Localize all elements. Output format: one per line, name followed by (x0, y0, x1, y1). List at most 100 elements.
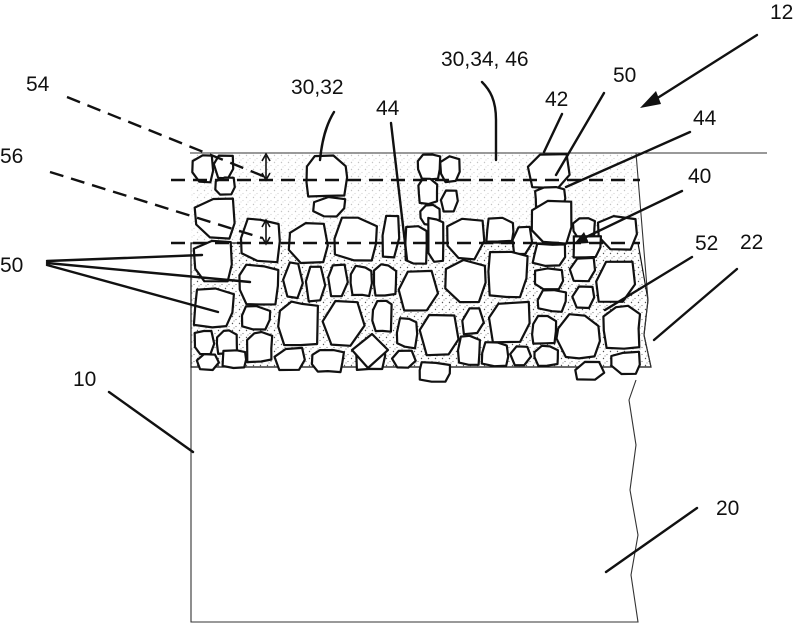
label-20: 20 (716, 497, 739, 520)
abrasive-grain (416, 153, 442, 181)
abrasive-grain (596, 215, 639, 251)
abrasive-grain (349, 264, 373, 298)
abrasive-grain (371, 299, 393, 333)
abrasive-grain (526, 153, 571, 190)
label-30-34-46: 30,34, 46 (441, 48, 529, 71)
abrasive-grain (212, 154, 235, 180)
abrasive-grain (439, 189, 459, 213)
abrasive-grain (610, 350, 641, 376)
abrasive-grain (372, 263, 398, 297)
leader-50-left-c (45, 263, 220, 314)
label-10: 10 (73, 368, 96, 391)
abrasive-grain (418, 361, 452, 383)
abrasive-grain (404, 225, 428, 265)
abrasive-grain (277, 300, 319, 347)
leader-42 (542, 112, 564, 154)
abrasive-grain (321, 299, 366, 347)
matrix-top-band (191, 153, 640, 243)
abrasive-grain (312, 195, 347, 218)
abrasive-grain (327, 263, 349, 298)
abrasive-grain (530, 314, 558, 345)
leader-20 (604, 506, 699, 574)
abrasive-grain (595, 260, 637, 303)
abrasive-grain (444, 258, 487, 304)
abrasive-grain (511, 225, 534, 256)
abrasive-grain (555, 313, 602, 360)
leader-44-right (564, 130, 692, 189)
leader-40 (578, 189, 684, 242)
abrasive-grain (530, 199, 573, 245)
label-12: 12 (770, 1, 793, 24)
abrasive-grain (239, 217, 281, 264)
double-arrow-mid (261, 218, 271, 246)
leader-52 (603, 255, 694, 312)
abrasive-grain (193, 329, 216, 356)
abrasive-grain (418, 313, 460, 357)
abrasive-grain (214, 176, 236, 196)
abrasive-grain (531, 242, 567, 267)
leader-54 (66, 95, 269, 180)
leader-30-32 (318, 110, 336, 162)
label-56: 56 (0, 145, 23, 168)
abrasive-grain (390, 349, 417, 369)
abrasive-grain (246, 330, 274, 364)
abrasive-grain (571, 285, 596, 310)
abrasive-grain (427, 216, 445, 263)
abrasive-grain (446, 217, 486, 261)
abrasive-grain (395, 317, 419, 350)
abrasive-grain (305, 154, 349, 198)
leader-10 (107, 390, 195, 454)
abrasive-grain (568, 256, 597, 283)
abrasive-grain (533, 344, 560, 367)
leader-50-left-a (45, 253, 204, 263)
matrix-edge (635, 152, 652, 368)
leader-12 (646, 33, 759, 106)
label-50-top: 50 (613, 64, 636, 87)
abrasive-grain (533, 267, 565, 291)
leader-30-34-46 (480, 80, 498, 162)
abrasive-grain (221, 349, 248, 370)
leader-44-mid (389, 121, 409, 262)
label-42: 42 (545, 88, 568, 111)
leader-50-top (554, 91, 606, 177)
abrasive-grain (240, 305, 272, 331)
leader-50-left-b (45, 261, 252, 284)
abrasive-grain (192, 239, 233, 283)
abrasive-grain (238, 263, 280, 306)
abrasive-grain (310, 349, 345, 374)
abrasive-grain-tilted (350, 332, 390, 370)
label-50-left: 50 (0, 254, 23, 277)
abrasive-grain (536, 289, 568, 313)
abrasive-grain (282, 261, 304, 300)
label-40: 40 (688, 165, 711, 188)
label-44-mid: 44 (376, 97, 400, 120)
leader-22 (652, 267, 739, 342)
abrasive-grain (195, 353, 220, 372)
label-54: 54 (26, 73, 50, 96)
abrasive-grain (485, 216, 515, 243)
abrasive-grain (487, 300, 531, 344)
abrasive-grain (381, 214, 401, 259)
abrasive-grain (191, 154, 215, 184)
label-22: 22 (740, 231, 763, 254)
abrasive-grain (193, 197, 236, 240)
abrasive-grain (461, 307, 485, 336)
arrowhead-12 (640, 91, 661, 108)
abrasive-grain (417, 177, 439, 206)
label-44-right: 44 (693, 107, 717, 130)
label-30-32: 30,32 (291, 76, 344, 99)
arrowhead-40 (574, 232, 589, 244)
abrasive-grain (304, 265, 327, 303)
label-52: 52 (695, 232, 718, 255)
abrasive-grain (487, 250, 529, 299)
abrasive-grain (456, 334, 481, 366)
abrasive-grain (273, 346, 306, 372)
leader-56 (49, 170, 263, 240)
abrasive-grain (509, 345, 533, 367)
abrasive-grain (574, 360, 606, 381)
abrasive-grain (480, 341, 510, 368)
abrasive-grain (602, 304, 642, 350)
abrasive-grain (439, 155, 461, 184)
abrasive-grain (333, 216, 378, 262)
